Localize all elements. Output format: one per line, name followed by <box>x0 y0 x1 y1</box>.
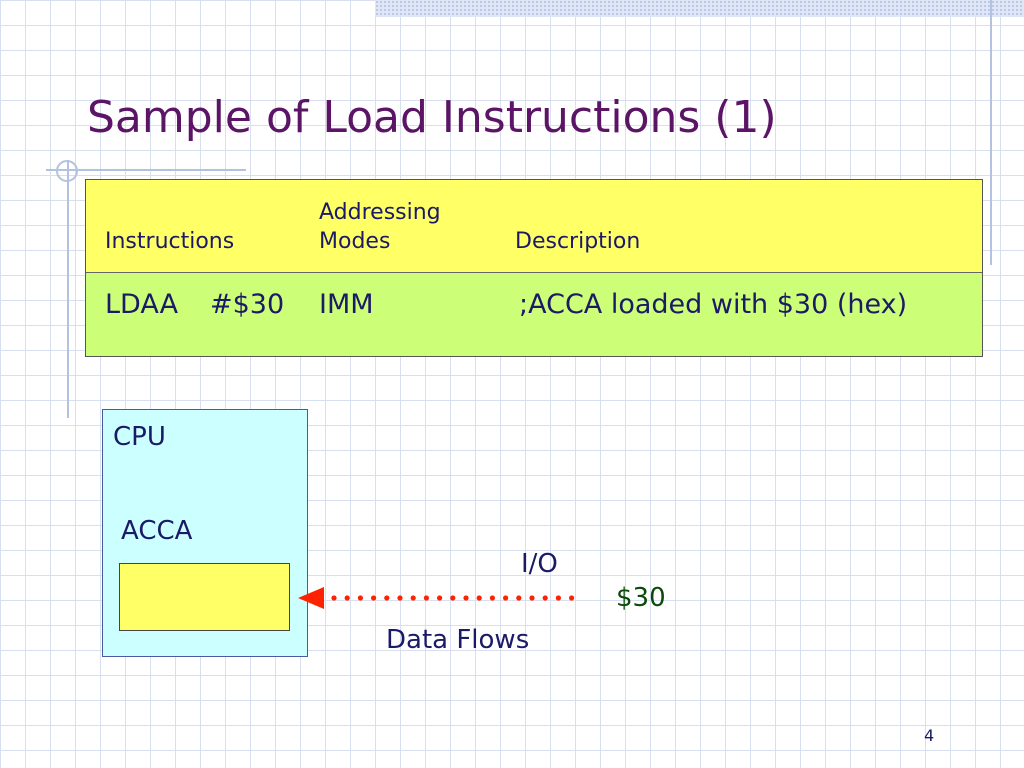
decorative-circle-icon <box>56 160 78 182</box>
arrow-dot <box>384 595 390 601</box>
arrow-dot <box>555 595 561 601</box>
data-flow-arrow <box>298 587 575 609</box>
row-mode: IMM <box>319 289 374 320</box>
data-value-label: $30 <box>616 583 666 613</box>
arrow-dot <box>476 595 482 601</box>
decorative-horizontal-line <box>46 169 246 171</box>
arrow-dot <box>397 595 403 601</box>
header-addressing: Addressing <box>319 200 441 225</box>
arrow-dot <box>423 595 429 601</box>
row-description: ;ACCA loaded with $30 (hex) <box>519 289 908 320</box>
arrow-dot <box>344 595 350 601</box>
arrow-dot <box>542 595 548 601</box>
arrow-dot <box>503 595 509 601</box>
data-flows-caption: Data Flows <box>386 625 530 655</box>
top-decorative-band <box>375 0 1024 17</box>
io-label: I/O <box>521 549 558 579</box>
header-description: Description <box>515 229 641 254</box>
arrow-dot <box>569 595 575 601</box>
acca-label: ACCA <box>121 516 193 546</box>
table-row: LDAA #$30 IMM ;ACCA loaded with $30 (hex… <box>86 273 982 356</box>
decorative-vertical-line-left <box>67 160 69 418</box>
cpu-label: CPU <box>113 422 166 452</box>
decorative-vertical-line-right <box>990 0 992 265</box>
table-header: Instructions Addressing Modes Descriptio… <box>86 180 982 273</box>
arrow-dot <box>489 595 495 601</box>
instruction-table: Instructions Addressing Modes Descriptio… <box>85 179 983 357</box>
arrow-dot <box>516 595 522 601</box>
page-number: 4 <box>924 726 935 745</box>
header-instructions: Instructions <box>105 229 235 254</box>
header-modes: Modes <box>319 229 391 254</box>
arrow-dotted-line <box>331 595 575 601</box>
arrow-dot <box>357 595 363 601</box>
row-operand: #$30 <box>210 289 285 320</box>
arrow-dot <box>450 595 456 601</box>
arrow-dot <box>463 595 469 601</box>
acca-register-box <box>119 563 290 631</box>
arrow-dot <box>529 595 535 601</box>
arrow-dot <box>371 595 377 601</box>
arrow-dot <box>331 595 337 601</box>
arrow-dot <box>437 595 443 601</box>
row-mnemonic: LDAA <box>105 289 179 320</box>
cpu-box: CPU ACCA <box>102 409 308 657</box>
arrow-dot <box>410 595 416 601</box>
arrow-head-icon <box>298 587 324 609</box>
slide-title: Sample of Load Instructions (1) <box>87 92 777 143</box>
